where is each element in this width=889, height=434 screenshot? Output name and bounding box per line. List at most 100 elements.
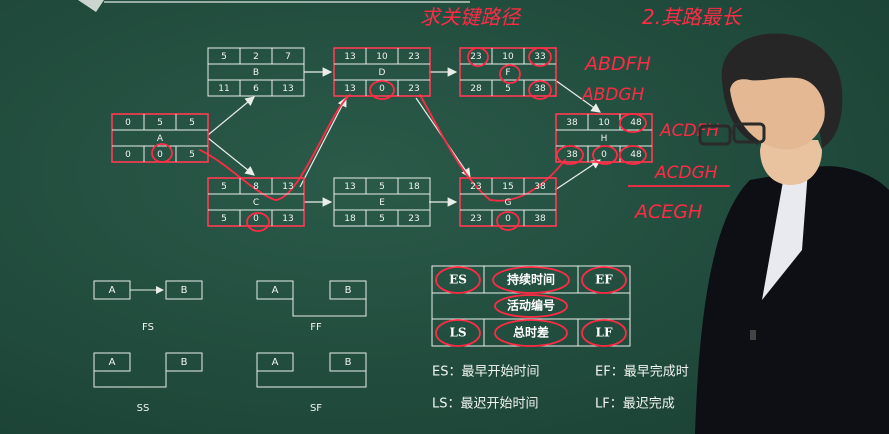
- key-es: ES: [449, 273, 467, 287]
- node-c-ls: 5: [221, 214, 227, 224]
- node-h-ef: 48: [630, 118, 642, 128]
- node-f-tf: 5: [505, 84, 511, 94]
- svg-text:A: A: [272, 357, 279, 368]
- node-e-lf: 23: [408, 214, 419, 224]
- node-d-ls: 13: [344, 84, 355, 94]
- handwritten-title-left: 求关键路径: [420, 5, 522, 29]
- node-c-es: 5: [221, 182, 227, 192]
- key-total-float: 总时差: [513, 325, 549, 340]
- svg-text:B: B: [345, 357, 352, 368]
- handwritten-notes: 求关键路径 2.其路最长 ABDFH ABDGH ACDFH ACDGH ACE…: [420, 5, 743, 223]
- legend-ff: A B FF: [256, 280, 367, 333]
- handwritten-title-right: 2.其路最长: [642, 5, 743, 29]
- node-g-ef: 38: [534, 182, 546, 192]
- node-d-id: D: [379, 68, 386, 78]
- node-a-ls: 0: [125, 150, 131, 160]
- node-b-tf: 6: [253, 84, 259, 94]
- def-ef: EF：最早完成时: [595, 365, 689, 380]
- key-duration: 持续时间: [507, 272, 555, 287]
- node-d-es: 13: [344, 52, 355, 62]
- node-d-tf: 0: [379, 84, 385, 94]
- node-a-ef: 5: [189, 118, 195, 128]
- handwritten-path-4: ACDGH: [654, 163, 718, 183]
- node-h-ls: 38: [566, 150, 578, 160]
- node-f-es: 23: [470, 52, 481, 62]
- node-f-id: F: [505, 68, 510, 78]
- node-b-es: 5: [221, 52, 227, 62]
- svg-text:A: A: [109, 357, 116, 368]
- node-b-lf: 13: [282, 84, 293, 94]
- node-b-ef: 7: [285, 52, 291, 62]
- node-b-dur: 2: [253, 52, 259, 62]
- legend-sf: A B SF: [256, 352, 367, 414]
- legend-ss: A B SS: [93, 352, 203, 414]
- def-lf: LF：最迟完成: [595, 397, 675, 412]
- activity-node-e: 13 5 18 18 5 23 E: [333, 177, 431, 227]
- svg-text:B: B: [181, 285, 188, 296]
- key-ef: EF: [595, 273, 613, 287]
- svg-text:B: B: [345, 285, 352, 296]
- node-a-lf: 5: [189, 150, 195, 160]
- node-f-ef: 33: [534, 52, 545, 62]
- handwritten-path-1: ABDFH: [583, 53, 651, 75]
- node-h-es: 38: [566, 118, 578, 128]
- corner-mark: [78, 0, 104, 12]
- activity-node-f: 23 10 33 28 5 38 F: [459, 47, 557, 97]
- node-e-dur: 5: [379, 182, 385, 192]
- node-c-id: C: [253, 198, 259, 208]
- svg-text:B: B: [181, 357, 188, 368]
- node-d-dur: 10: [376, 52, 388, 62]
- node-e-ls: 18: [344, 214, 356, 224]
- float-circles: [151, 47, 647, 232]
- node-f-ls: 28: [470, 84, 482, 94]
- node-h-tf: 0: [601, 150, 607, 160]
- handwritten-path-5: ACEGH: [633, 201, 702, 223]
- node-a-dur: 5: [157, 118, 163, 128]
- handwritten-path-2: ABDGH: [581, 85, 645, 105]
- node-g-es: 23: [470, 182, 481, 192]
- node-b-ls: 11: [218, 84, 229, 94]
- node-e-es: 13: [344, 182, 355, 192]
- node-e-ef: 18: [408, 182, 420, 192]
- node-e-id: E: [379, 198, 385, 208]
- node-d-lf: 23: [408, 84, 419, 94]
- node-c-dur: 8: [253, 182, 259, 192]
- node-g-ls: 23: [470, 214, 481, 224]
- node-c-lf: 13: [282, 214, 293, 224]
- node-c-ef: 13: [282, 182, 293, 192]
- node-g-lf: 38: [534, 214, 546, 224]
- node-a-es: 0: [125, 118, 131, 128]
- key-ls: LS: [449, 326, 466, 340]
- legend-ff-label: FF: [310, 322, 322, 333]
- node-f-lf: 38: [534, 84, 546, 94]
- svg-text:A: A: [109, 285, 116, 296]
- node-h-dur: 10: [598, 118, 610, 128]
- legend-fs-label: FS: [142, 322, 154, 333]
- node-g-tf: 0: [505, 214, 511, 224]
- node-c-tf: 0: [253, 214, 259, 224]
- legend-ss-label: SS: [137, 403, 150, 414]
- key-activity: 活动编号: [507, 298, 555, 313]
- definitions: ES：最早开始时间 EF：最早完成时 LS：最迟开始时间 LF：最迟完成: [432, 365, 689, 412]
- node-g-id: G: [505, 198, 512, 208]
- node-a-id: A: [157, 134, 164, 144]
- def-es: ES：最早开始时间: [432, 365, 539, 380]
- node-f-dur: 10: [502, 52, 514, 62]
- node-h-lf: 48: [630, 150, 642, 160]
- key-lf: LF: [596, 326, 613, 340]
- node-key: ES 持续时间 EF 活动编号 LS 总时差 LF: [431, 265, 631, 347]
- node-d-ef: 23: [408, 52, 419, 62]
- legend-fs: A B FS: [93, 280, 203, 333]
- node-h-id: H: [601, 134, 608, 144]
- node-e-tf: 5: [379, 214, 385, 224]
- presenter: [695, 33, 889, 434]
